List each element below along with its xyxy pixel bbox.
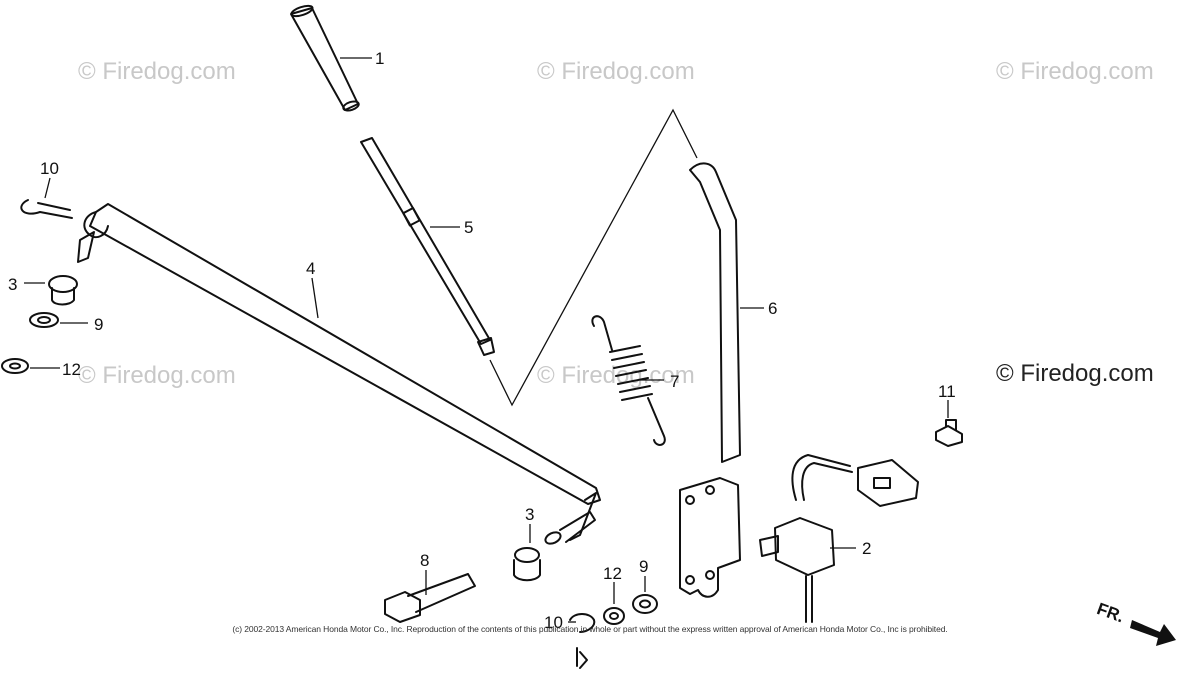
watermark-top-center: © Firedog.com: [537, 58, 695, 85]
washer-left-small: [1, 358, 29, 374]
lever: [679, 162, 741, 598]
front-marker-label: FR.: [1094, 599, 1126, 626]
collar-left: [48, 275, 78, 306]
callout-6: 6: [768, 299, 777, 318]
watermark-mid-left: © Firedog.com: [78, 362, 236, 389]
callout-7: 7: [670, 372, 679, 391]
copyright-notice: (c) 2002-2013 American Honda Motor Co., …: [232, 624, 948, 634]
bolt-flange: [384, 573, 476, 623]
collar-right: [513, 547, 541, 582]
clip-right: [569, 613, 596, 633]
callout-2: 2: [862, 539, 871, 558]
shift-bar: [77, 203, 601, 545]
callout-5: 5: [464, 218, 473, 237]
callout-3-left: 3: [8, 275, 17, 294]
assembly-line: [489, 108, 698, 407]
callout-8: 8: [420, 551, 429, 570]
switch: [759, 454, 919, 623]
watermark-top-right: © Firedog.com: [996, 58, 1154, 85]
callout-9-left: 9: [94, 315, 103, 334]
watermark-top-left: © Firedog.com: [78, 58, 236, 85]
callout-1: 1: [375, 49, 384, 68]
callout-12-left: 12: [62, 360, 81, 379]
callout-12-right: 12: [603, 564, 622, 583]
clip-left: [20, 199, 73, 219]
washer-left: [29, 312, 59, 328]
bolt-small: [935, 419, 963, 447]
callout-4: 4: [306, 259, 315, 278]
callout-3-right: 3: [525, 505, 534, 524]
callout-10-right: 10: [544, 613, 563, 632]
spring: [591, 315, 666, 446]
washer-right: [632, 594, 658, 614]
rod: [360, 137, 495, 356]
watermark-mid-right: © Firedog.com: [996, 360, 1154, 387]
callout-9-right: 9: [639, 557, 648, 576]
front-arrow-icon: [1130, 620, 1176, 646]
callout-10-left: 10: [40, 159, 59, 178]
washer-right-small: [603, 607, 625, 625]
grip-sleeve: [290, 4, 360, 112]
cut-mark: [576, 647, 588, 669]
callout-11: 11: [938, 382, 956, 401]
